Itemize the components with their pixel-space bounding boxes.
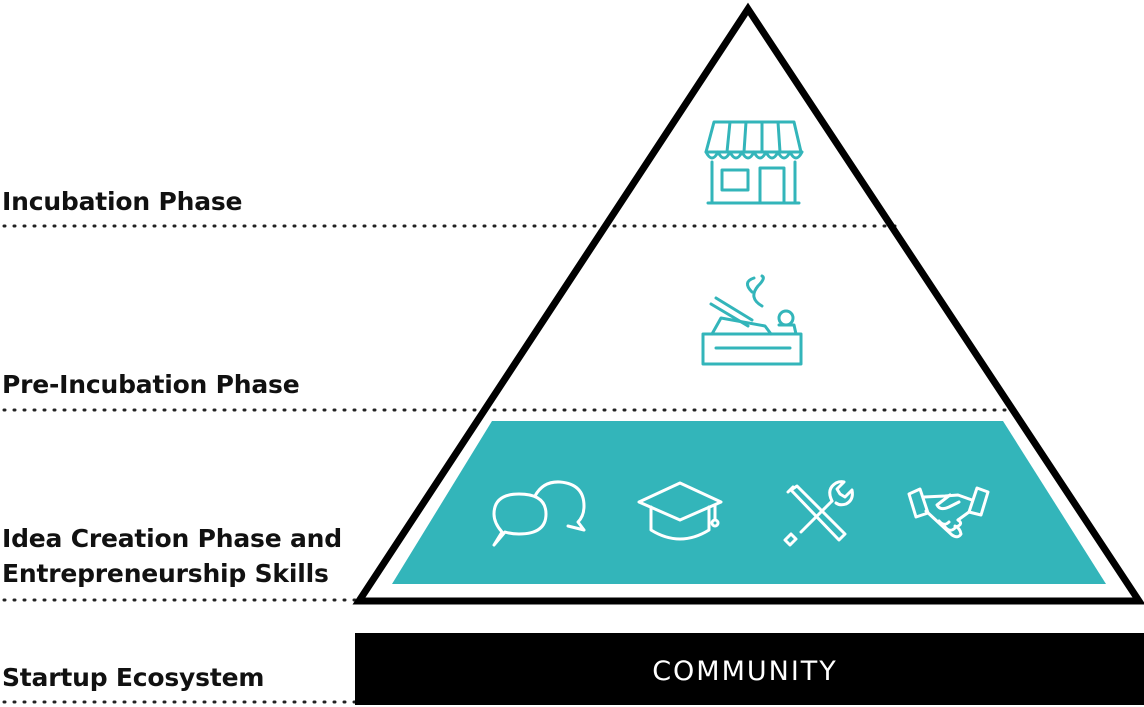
community-label: COMMUNITY [652, 656, 838, 687]
pre-incubation-phase-label: Pre-Incubation Phase [2, 370, 300, 399]
startup-ecosystem-label: Startup Ecosystem [2, 663, 265, 692]
incubation-phase-label: Incubation Phase [2, 187, 243, 216]
tools-icon [783, 480, 854, 547]
chat-bubbles-icon [492, 480, 586, 547]
idea-creation-label-line1: Idea Creation Phase and [2, 524, 342, 553]
community-bar [355, 633, 1144, 705]
handshake-icon [907, 486, 990, 539]
idea-creation-label-line2: Entrepreneurship Skills [2, 559, 329, 588]
graduation-cap-icon [637, 481, 723, 541]
pyramid-outline [352, 2, 1144, 605]
shop-icon [704, 120, 804, 205]
idea-creation-phase-label: Idea Creation Phase and Entrepreneurship… [2, 521, 342, 591]
wood-plane-icon [701, 274, 803, 366]
idea-creation-band [392, 421, 1106, 584]
